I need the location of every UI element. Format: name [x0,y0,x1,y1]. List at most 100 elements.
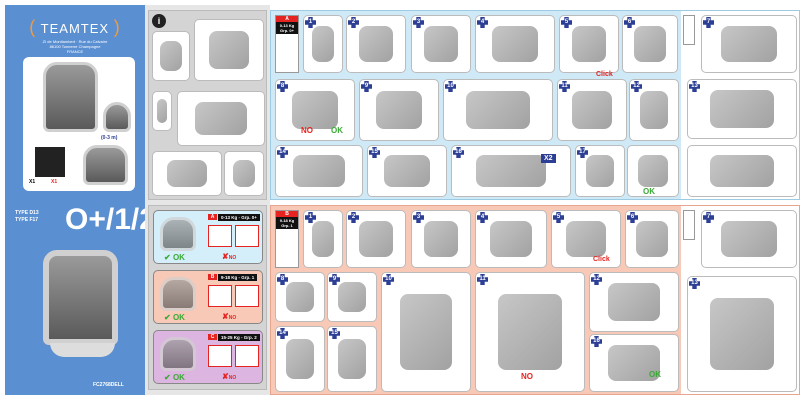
instruction-step: 17 [575,145,625,197]
instruction-step: 11 [475,272,585,392]
lock-icon [683,210,695,240]
step-number-badge: 16 [453,147,464,158]
wrong-example [208,285,232,307]
address-line: ZI de Montlambert · Rue du Calvaire [42,39,108,44]
middle-panel: i A 0-13 Kg - Grp. 0+ ✔ OK ✘NO B 9-18 Kg… [145,5,270,395]
ok-label: OK [331,126,343,135]
brand-name: TEAMTEX [40,21,110,36]
instruction-step: 16 [451,145,571,197]
step-number-badge: 4 [477,17,488,28]
address: ZI de Montlambert · Rue du Calvaire 8610… [5,39,145,54]
step-illustration [423,26,459,62]
step-illustration [720,221,778,257]
instruction-step: 6 [625,210,679,268]
step-number-badge: 11 [477,274,488,285]
no-text: NO [228,315,237,321]
info-image [152,151,222,196]
section-letter: A [276,16,298,22]
step-illustration [709,155,775,187]
step-illustration [571,90,613,130]
instruction-step: 13 [687,79,797,139]
step-number-badge: 9 [361,81,372,92]
type-label: TYPE F17 [15,217,39,223]
instruction-step: 5 [559,15,619,73]
brand-logo: ( TEAMTEX ) [29,17,121,37]
step-number-badge: 10 [445,81,456,92]
group-label: 0-13 Kg - Grp. 0+ [218,214,260,221]
group-panel: A 0-13 Kg - Grp. 0+ ✔ OK ✘NO B 9-18 Kg -… [148,205,267,390]
step-number-badge: 3 [413,212,424,223]
step-illustration [633,26,667,62]
weight-line: 9-18 Kg [279,218,295,223]
instruction-step: 10 [443,79,553,141]
parts-diagram: (0-3 m) X1 X1 [23,57,135,191]
instruction-step: 2 [346,15,406,73]
address-line: FRANCE [66,49,84,54]
wrong-example [235,345,259,367]
info-image [152,31,190,81]
ok-label: OK [643,187,655,196]
group-line: Grp. 1 [281,223,293,228]
step-number-badge: 7 [703,17,714,28]
step-illustration [311,221,335,257]
wrong-example [235,285,259,307]
group-letter: B [208,274,217,280]
step-number-badge: 10 [383,274,394,285]
instruction-step: 8 [275,272,325,322]
step-illustration [291,90,339,130]
step-number-badge: 1 [305,17,316,28]
step-number-badge: 5 [553,212,564,223]
step-number-badge: 4 [477,212,488,223]
instruction-step: 15 [327,326,377,392]
step-number-badge: 9 [329,274,340,285]
step-illustration [423,221,459,257]
step-illustration [285,281,315,313]
instruction-step [687,145,797,197]
no-text: NO [228,375,237,381]
cover-panel: ( TEAMTEX ) ZI de Montlambert · Rue du C… [5,5,156,395]
instruction-step: 5 [551,210,621,268]
child-seat-illustration [160,277,196,311]
step-illustration [636,221,668,257]
group-label: 9-18 Kg - Grp. 1 [218,274,258,281]
instruction-step: 4 [475,15,555,73]
no-label: NO [301,126,313,135]
instruction-step: 4 [475,210,547,268]
step-number-badge: 6 [627,212,638,223]
step-illustration [497,294,563,370]
no-label: NO [521,372,533,381]
step-number-badge: 6 [624,17,635,28]
child-seat-illustration [160,337,196,371]
seat-front-illustration [43,62,98,132]
info-image [224,151,264,196]
wrong-example [208,345,232,367]
address-line: 86100 Tonnerre Champagne [49,44,101,49]
step-illustration [285,338,315,380]
info-panel: i [148,10,267,200]
step-illustration [293,155,345,187]
isofix-count: X1 [29,179,36,185]
ok-label: ✔ OK [164,253,185,262]
instruction-step: 14 [275,145,363,197]
step-number-badge: 12 [631,81,642,92]
instruction-step: 14 [275,326,325,392]
type-labels: TYPE D13 TYPE F17 [15,210,39,224]
step-illustration [375,90,423,130]
step-number-badge: 2 [348,212,359,223]
weight-line: 0-13 Kg [279,23,295,28]
group-letter: C [208,334,217,340]
no-label: ✘NO [222,252,237,261]
info-image [152,91,172,131]
click-label: Click [593,256,610,263]
seat-insert-illustration [103,102,131,132]
type-label: TYPE D13 [15,210,39,216]
step-illustration [491,26,539,62]
step-illustration [571,26,607,62]
step-number-badge: 8 [277,274,288,285]
range-label: (0-3 m) [101,135,118,141]
ok-text: OK [172,313,185,322]
